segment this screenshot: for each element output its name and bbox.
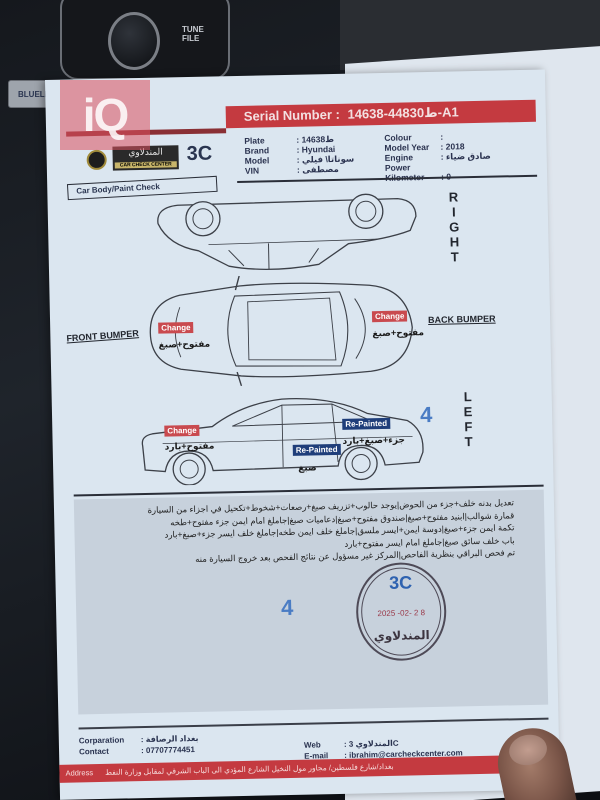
info-value: : 2018	[440, 141, 465, 152]
logo-english: CAR CHECK CENTER	[114, 161, 177, 169]
footer-label: Contact	[78, 746, 109, 757]
info-label: VIN	[244, 165, 260, 176]
inspection-notes-area: تعديل بدنه خلف+جزء من الحوض|يوجد حالوب+ت…	[73, 489, 549, 715]
back-bumper-label: BACK BUMPER	[428, 313, 496, 326]
info-value: : مصطفى	[296, 163, 339, 175]
info-label: Engine Power	[384, 152, 414, 173]
tune-knob	[108, 12, 160, 70]
letter: F	[464, 419, 473, 435]
inspection-report-paper: Serial Number : ط44830-14638-A1 المندلاو…	[45, 69, 560, 800]
info-row-vin: VIN : مصطفى	[245, 164, 355, 176]
left-side-label: L E F T	[460, 389, 477, 449]
front-change-tag: Change	[158, 321, 194, 334]
right-side-label: R I G H T	[445, 189, 463, 264]
door-repainted-tag: Re-Painted	[292, 443, 341, 456]
info-value: : سوناتا\ فيلي	[296, 153, 355, 165]
car-right-side-icon	[157, 193, 417, 270]
letter: T	[450, 249, 459, 265]
bluelink-label: BLUELINK	[18, 90, 59, 99]
address-value: بغداد/شارع فلسطين/ مجاور مول النخيل الشا…	[104, 761, 394, 777]
letter: H	[449, 234, 460, 250]
handwritten-number-notes: 4	[280, 594, 294, 621]
logo-emblem-icon	[86, 149, 107, 171]
stamp-name: المندلاوي	[373, 628, 430, 644]
footer-rule	[78, 717, 549, 729]
serial-value: ط44830-14638-A1	[347, 104, 459, 122]
letter: I	[451, 204, 456, 220]
handwritten-number-diagram: 4	[419, 401, 433, 428]
footer-left: Corparation: بغداد الرصافة Contact: 0770…	[79, 733, 199, 758]
letter: E	[463, 404, 473, 420]
address-bar: Address بغداد/شارع فلسطين/ مجاور مول الن…	[59, 755, 530, 783]
rear-change-note: مفتوح+صبغ	[372, 327, 425, 339]
stamp-date: 2025 -02- 2 8	[377, 608, 426, 619]
inspection-notes-text: تعديل بدنه خلف+جزء من الحوض|يوجد حالوب+ت…	[94, 496, 515, 567]
address-label: Address	[65, 768, 94, 778]
rear-change-tag: Change	[371, 310, 408, 323]
tune-file-label: TUNE FILE	[182, 25, 204, 43]
stamp-brand: 3C	[388, 572, 413, 593]
logo-brand: 3C	[186, 142, 213, 166]
rear-repainted-tag: Re-Painted	[342, 417, 391, 430]
letter: R	[448, 189, 459, 205]
letter: G	[448, 219, 460, 235]
front-change-note: مفتوح+صبغ	[158, 338, 211, 350]
info-row-engine-power: Engine Power : صادق ضياء	[385, 151, 492, 173]
letter: L	[463, 389, 472, 405]
rear-repainted-note: جزء+صبغ+بارد	[342, 434, 405, 446]
letter: T	[464, 434, 473, 450]
left-front-change-tag: Change	[164, 424, 200, 437]
car-left-side-diagram	[132, 390, 434, 486]
front-bumper-label: FRONT BUMPER	[66, 328, 140, 344]
vehicle-info-left: Plate: ط14638 Brand: Hyundai Model: سونا…	[244, 134, 354, 176]
info-value: : صادق ضياء	[440, 150, 491, 162]
footer-label: Web	[303, 740, 321, 750]
watermark-text: iQ	[82, 89, 130, 141]
serial-label: Serial Number :	[243, 106, 341, 124]
footer-contact: Contact : 07707774451	[79, 744, 199, 758]
footer-value: : 07707774451	[140, 745, 195, 756]
car-left-side-icon	[141, 398, 424, 486]
thumbnail	[506, 731, 550, 769]
door-repainted-note: صبغ	[298, 462, 317, 473]
info-value: :	[440, 131, 444, 142]
car-top-view-diagram	[139, 272, 421, 388]
serial-number-bar: Serial Number : ط44830-14638-A1	[225, 99, 536, 129]
watermark-logo: iQ	[60, 80, 150, 150]
left-front-change-note: مفتوح+بارد	[164, 440, 215, 452]
car-right-side-diagram	[147, 190, 429, 276]
car-top-view-icon	[149, 275, 413, 387]
